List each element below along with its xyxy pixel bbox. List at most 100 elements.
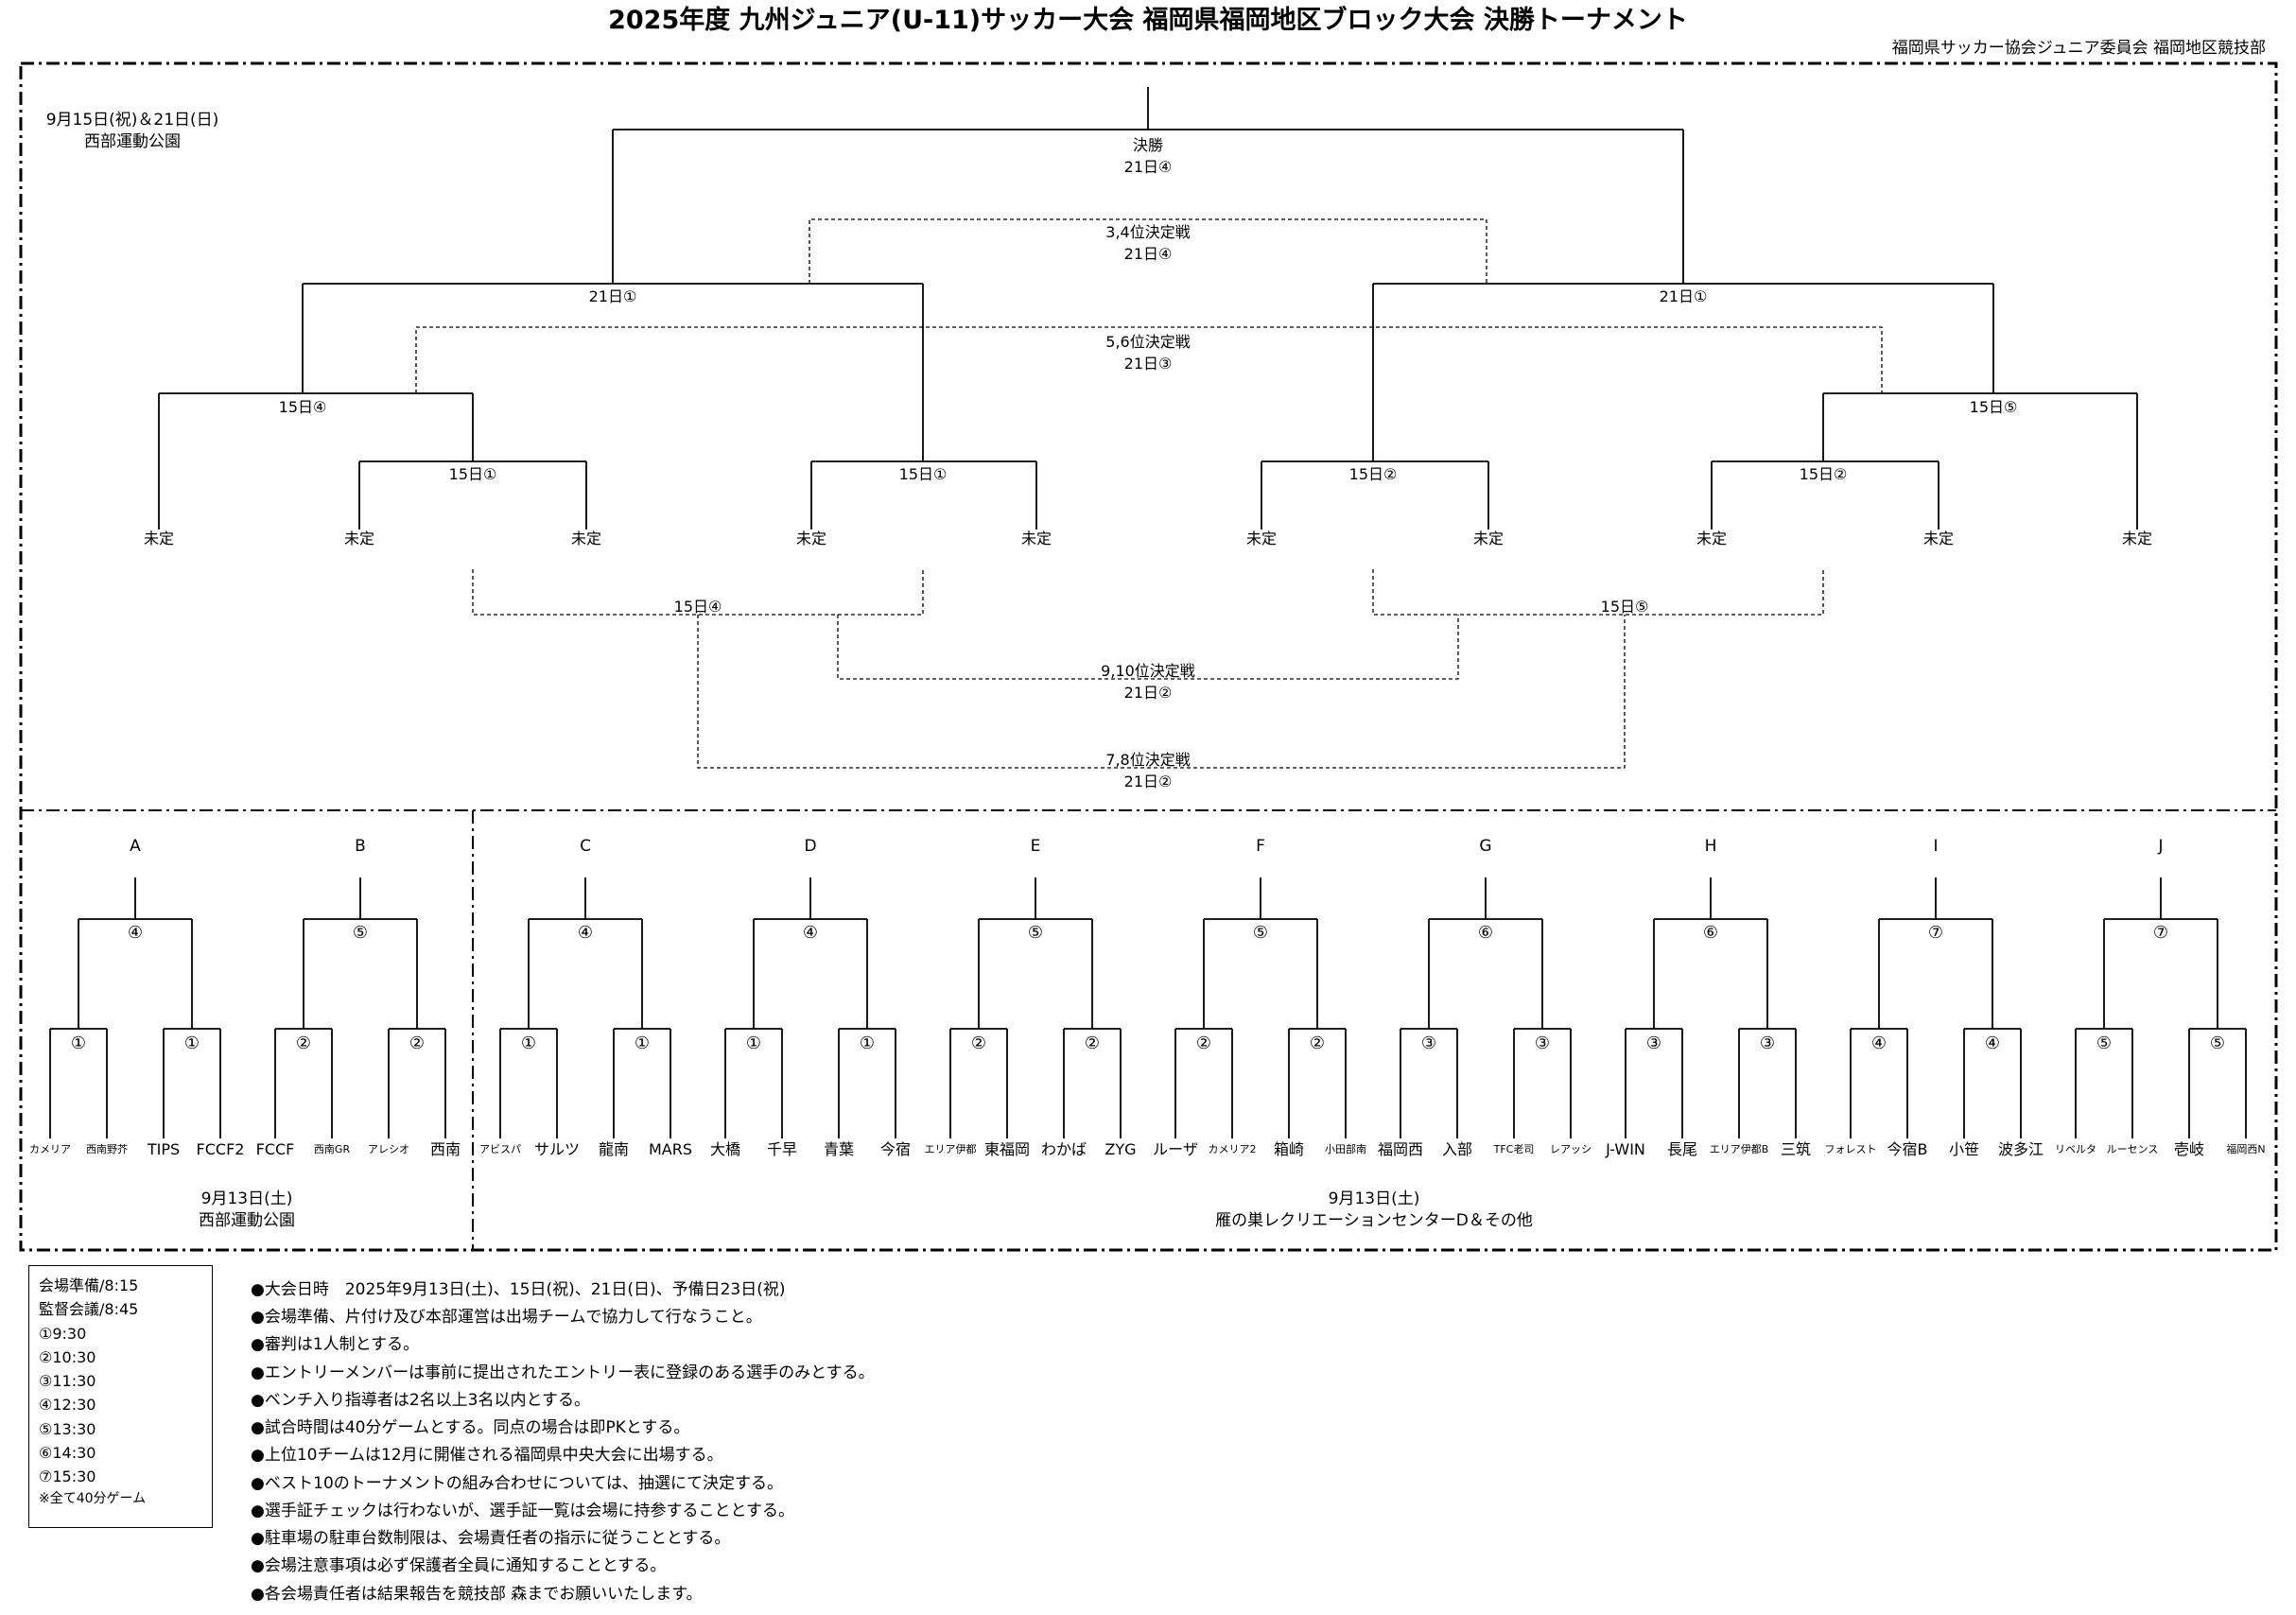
team-name: FCCF [255, 1140, 295, 1158]
group-final-match: ④ [801, 923, 820, 943]
group-semi-match: ④ [1983, 1033, 2002, 1053]
final-name: 決勝 [1132, 136, 1163, 154]
top-venue: 9月15日(祝)＆21日(日) 西部運動公園 [46, 110, 219, 153]
group-name: A [130, 837, 141, 856]
group-final-match: ④ [126, 923, 145, 943]
schedule-item: ②10:30 [39, 1347, 96, 1366]
team-name: 西南GR [313, 1143, 351, 1155]
group-c-lines [499, 877, 671, 1138]
schedule-box: 会場準備/8:15 監督会議/8:45 ①9:30 ②10:30 ③11:30 … [28, 1265, 213, 1528]
team-name: 今宿B [1887, 1140, 1928, 1158]
team-name: 三筑 [1780, 1140, 1812, 1158]
group-final-match: ⑥ [1476, 923, 1495, 943]
venue-west-place: 西部運動公園 [199, 1210, 295, 1230]
rule-item: ●駐車場の駐車台数制限は、会場責任者の指示に従うこととする。 [251, 1529, 731, 1549]
schedule-item: 監督会議/8:45 [39, 1300, 139, 1319]
r1-d-lines [1711, 460, 1939, 530]
r1-c-label: 15日② [1348, 465, 1398, 483]
group-semi-match: ③ [1644, 1033, 1663, 1053]
team-name: 入部 [1441, 1140, 1473, 1158]
slot-undecided: 未定 [1922, 530, 1955, 547]
venue-gannosu: 9月13日(土) 雁の巣レクリエーションセンターD＆その他 [1215, 1189, 1533, 1232]
group-h-lines [1625, 877, 1797, 1138]
seventh-place-label: 7,8位決定戦 21日② [1105, 749, 1190, 792]
venue-gannosu-place: 雁の巣レクリエーションセンターD＆その他 [1215, 1210, 1533, 1230]
team-name: 長尾 [1666, 1140, 1698, 1158]
final-label: 決勝 21日④ [1124, 134, 1173, 178]
rule-item: ●ベスト10のトーナメントの組み合わせについては、抽選にて決定する。 [251, 1473, 783, 1493]
group-final-match: ④ [576, 923, 595, 943]
team-name: サルツ [533, 1140, 581, 1158]
semi-right-label: 21日① [1659, 287, 1708, 305]
schedule-item: ④12:30 [39, 1396, 96, 1415]
group-b-lines [274, 877, 446, 1138]
slot-undecided: 未定 [1020, 530, 1052, 547]
group-semi-match: ② [1194, 1033, 1213, 1053]
rule-item: ●試合時間は40分ゲームとする。同点の場合は即PKとする。 [251, 1418, 690, 1438]
team-name: 千早 [766, 1140, 798, 1158]
cons-left-lines [472, 569, 924, 616]
group-semi-match: ④ [1870, 1033, 1888, 1053]
ninth-place-lines [837, 615, 1459, 680]
team-name: カメリア [29, 1143, 71, 1155]
team-name: アビスパ [479, 1143, 521, 1155]
venue-west-date: 9月13日(土) [200, 1190, 293, 1208]
team-name: ルーセンス [2106, 1143, 2159, 1155]
schedule-note: ※全て40分ゲーム [39, 1491, 147, 1507]
team-name: J-WIN [1606, 1140, 1645, 1158]
group-semi-match: ① [858, 1033, 877, 1053]
page-title: 2025年度 九州ジュニア(U-11)サッカー大会 福岡県福岡地区ブロック大会 … [608, 6, 1688, 35]
team-name: 波多江 [1997, 1140, 2044, 1158]
group-name: F [1256, 837, 1265, 856]
organizer: 福岡県サッカー協会ジュニア委員会 福岡地区競技部 [1891, 39, 2266, 58]
group-name: D [804, 837, 817, 856]
rules-list: ●大会日時 2025年9月13日(土)、15日(祝)、21日(日)、予備日23日… [251, 1276, 875, 1608]
venue-gannosu-date: 9月13日(土) [1328, 1190, 1420, 1208]
team-name: TFC老司 [1493, 1143, 1535, 1155]
team-name: カメリア2 [1208, 1143, 1257, 1155]
ninth-place-label: 9,10位決定戦 21日② [1101, 660, 1195, 703]
seventh-place-time: 21日② [1123, 773, 1173, 791]
group-semi-match: ② [1083, 1033, 1102, 1053]
third-place-time: 21日④ [1123, 245, 1173, 264]
venue-west: 9月13日(土) 西部運動公園 [199, 1189, 295, 1232]
team-name: 壱岐 [2173, 1140, 2205, 1158]
slot-undecided: 未定 [143, 530, 175, 547]
group-semi-match: ① [69, 1033, 88, 1053]
team-name: ルーザ [1153, 1140, 1198, 1158]
group-final-match: ⑦ [2151, 923, 2170, 943]
group-semi-match: ① [183, 1033, 201, 1053]
schedule-item: ⑦15:30 [39, 1467, 96, 1486]
slot-undecided: 未定 [343, 530, 375, 547]
team-name: TIPS [147, 1140, 181, 1158]
group-final-match: ⑤ [1026, 923, 1045, 943]
team-name: エリア伊都 [924, 1143, 977, 1155]
team-name: ZYG [1105, 1140, 1137, 1158]
group-semi-match: ② [969, 1033, 988, 1053]
group-final-match: ⑥ [1701, 923, 1720, 943]
cons-left-label: 15日④ [673, 598, 722, 616]
slot-undecided: 未定 [1472, 530, 1505, 547]
cons-right-lines [1372, 569, 1824, 616]
group-a-lines [49, 877, 221, 1138]
group-j-lines [2075, 877, 2247, 1138]
rule-item: ●会場注意事項は必ず保護者全員に通知することとする。 [251, 1556, 667, 1576]
qf-left-lines [158, 392, 474, 530]
schedule-item: ⑥14:30 [39, 1443, 96, 1462]
team-name: 小笹 [1948, 1140, 1980, 1158]
semi-right-lines [1372, 283, 1994, 461]
team-name: レアッシ [1550, 1143, 1592, 1155]
r1-d-label: 15日② [1799, 465, 1848, 483]
top-venue-dates: 9月15日(祝)＆21日(日) [45, 111, 219, 130]
group-semi-match: ① [633, 1033, 652, 1053]
group-semi-match: ① [744, 1033, 763, 1053]
team-name: 箱崎 [1273, 1140, 1305, 1158]
team-name: 小田部南 [1325, 1143, 1366, 1155]
group-name: H [1704, 837, 1717, 856]
group-name: E [1030, 837, 1041, 856]
schedule-item: ⑤13:30 [39, 1419, 96, 1438]
ninth-place-time: 21日② [1123, 684, 1173, 703]
schedule-item: ①9:30 [39, 1324, 87, 1343]
group-semi-match: ② [408, 1033, 426, 1053]
